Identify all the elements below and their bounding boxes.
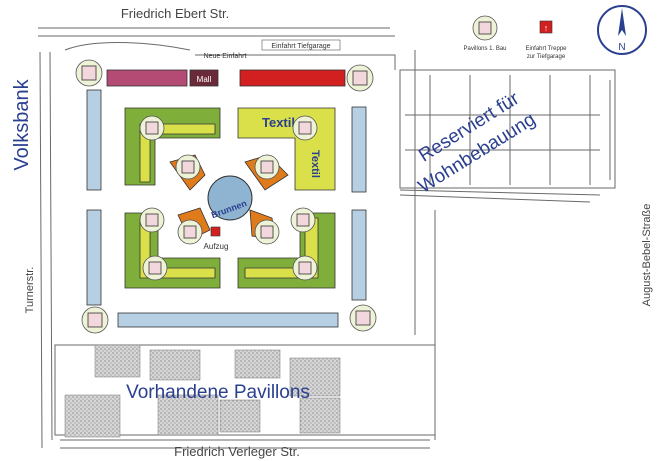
pavilion-markers: [75, 59, 377, 334]
legend-stairs-marker: [539, 20, 553, 34]
north-arrow-icon: [618, 8, 626, 36]
street-east: August-Bebel-Straße: [641, 204, 653, 307]
pavilion-icon: [142, 255, 168, 281]
legend-pavilion-label: Pavillons 1. Bau: [463, 46, 506, 52]
pavilion-icon: [349, 304, 377, 332]
pavilions-label: Vorhandene Pavillons: [126, 382, 310, 403]
legend: Pavillons 1. Bau ↑ Einfahrt Treppe zur T…: [463, 15, 567, 60]
street-outlines: [38, 27, 616, 449]
existing-pavilion-blocks: [64, 344, 341, 438]
legend-stairs-glyph: ↑: [544, 23, 549, 33]
red-shop: [239, 69, 346, 87]
pavilion-icon: [290, 207, 316, 233]
pavilion-icon: [75, 59, 103, 87]
pavilion-icon: [81, 306, 109, 334]
legend-stairs-label-2: zur Tiefgarage: [527, 54, 566, 60]
elevator-label: Aufzug: [204, 242, 229, 251]
street-south: Friedrich Verleger Str.: [174, 444, 300, 459]
mall-block: [189, 69, 219, 87]
pavilion-icon: [346, 64, 374, 92]
garage-entrance-label: Einfahrt Tiefgarage: [271, 43, 330, 50]
bank-label: Volksbank: [11, 78, 33, 170]
magenta-shop: [106, 69, 188, 87]
fountain: [207, 175, 253, 221]
elevator-marker: [210, 226, 221, 237]
pavilion-icon: [254, 154, 280, 180]
street-west: Turnerstr.: [24, 267, 36, 314]
pavilion-icon: [139, 207, 165, 233]
perimeter-bars: [86, 89, 367, 328]
pavilion-icon: [177, 219, 203, 245]
compass-letter: N: [618, 42, 625, 53]
legend-pavilion-icon: [472, 15, 498, 41]
pavilion-icon: [254, 219, 280, 245]
street-north: Friedrich Ebert Str.: [121, 6, 229, 21]
garage-entrance-box: [261, 39, 341, 51]
pavilion-icon: [139, 115, 165, 141]
textil-label-a: Textil: [262, 115, 295, 130]
pavilion-icon: [292, 115, 318, 141]
legend-stairs-label-1: Einfahrt Treppe: [525, 46, 567, 52]
new-entrance-label: Neue Einfahrt: [204, 53, 247, 60]
mall-label: Mall: [197, 75, 212, 84]
textil-label-b: Textil: [309, 150, 321, 178]
pavilion-icon: [175, 154, 201, 180]
compass: N: [597, 5, 647, 55]
pavilion-icon: [292, 255, 318, 281]
